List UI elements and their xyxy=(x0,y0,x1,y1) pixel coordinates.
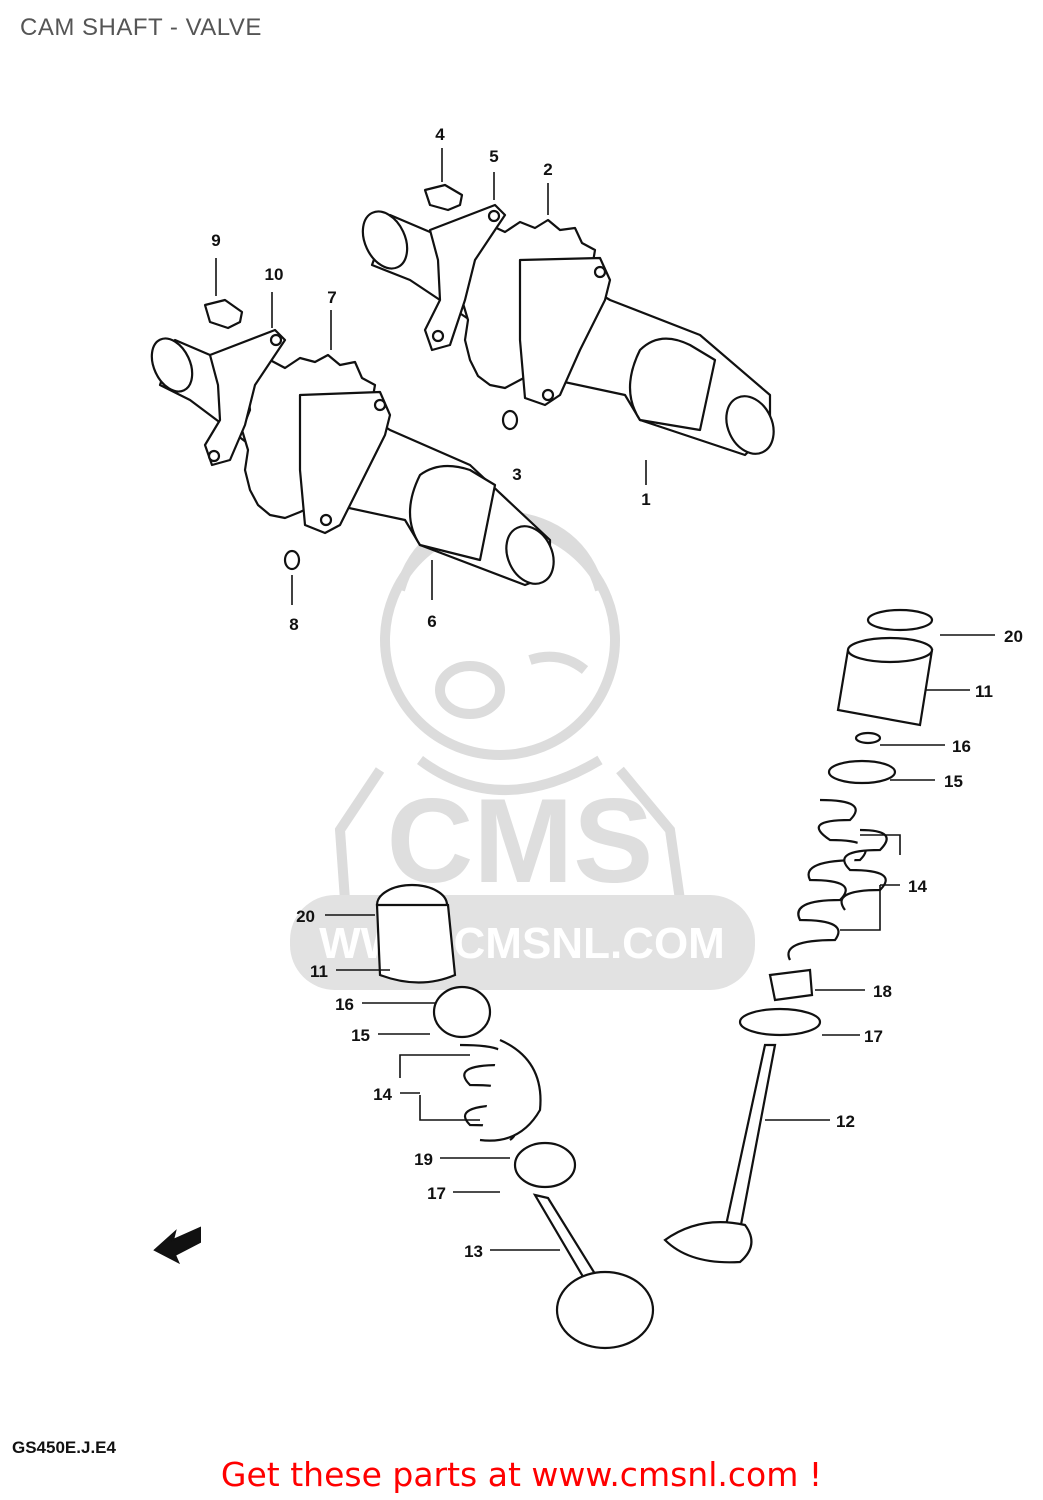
part-label-20-left: 20 xyxy=(296,907,315,926)
part-label-14-left: 14 xyxy=(373,1085,392,1104)
page-title: CAM SHAFT - VALVE xyxy=(20,14,262,41)
part-label-17-left: 17 xyxy=(427,1184,446,1203)
part-label-13: 13 xyxy=(464,1242,483,1261)
part-label-19: 19 xyxy=(414,1150,433,1169)
part-label-16-right: 16 xyxy=(952,737,971,756)
part-label-11-right: 11 xyxy=(975,682,993,701)
part-label-14-right: 14 xyxy=(908,877,927,896)
part-label-16-left: 16 xyxy=(335,995,354,1014)
cta-link[interactable]: Get these parts at www.cmsnl.com ! xyxy=(220,1455,823,1494)
part-label-6: 6 xyxy=(427,612,436,631)
model-code: GS450E.J.E4 xyxy=(12,1438,116,1457)
part-label-4: 4 xyxy=(435,125,445,144)
watermark-mascot-eye xyxy=(435,661,505,719)
part-label-8: 8 xyxy=(289,615,298,634)
part-label-17-right: 17 xyxy=(864,1027,883,1046)
part-label-5: 5 xyxy=(489,147,498,166)
part-label-15-right: 15 xyxy=(944,772,963,791)
part-label-15-left: 15 xyxy=(351,1026,370,1045)
part-label-1: 1 xyxy=(641,490,650,509)
camshaft-lower xyxy=(150,298,555,587)
part-label-7: 7 xyxy=(327,288,336,307)
part-labels: 4 5 2 9 10 7 3 1 8 6 20 11 16 15 14 18 1… xyxy=(211,125,1023,1261)
part-label-9: 9 xyxy=(211,231,220,250)
camshaft-upper xyxy=(361,183,775,457)
part-label-2: 2 xyxy=(543,160,552,179)
part-label-18: 18 xyxy=(873,982,892,1001)
part-label-20-right: 20 xyxy=(1004,627,1023,646)
watermark-brand: CMS xyxy=(387,774,654,908)
leader-lines xyxy=(215,148,995,1251)
part-label-10: 10 xyxy=(265,265,284,284)
part-label-3: 3 xyxy=(512,465,521,484)
part-label-12: 12 xyxy=(836,1112,855,1131)
valve-assembly-left xyxy=(375,883,655,1350)
front-arrow-icon xyxy=(153,1226,201,1265)
part-label-11-left: 11 xyxy=(310,962,328,981)
valve-assembly-right xyxy=(663,608,934,1264)
cta-banner: Get these parts at www.cmsnl.com ! xyxy=(0,1455,1043,1494)
